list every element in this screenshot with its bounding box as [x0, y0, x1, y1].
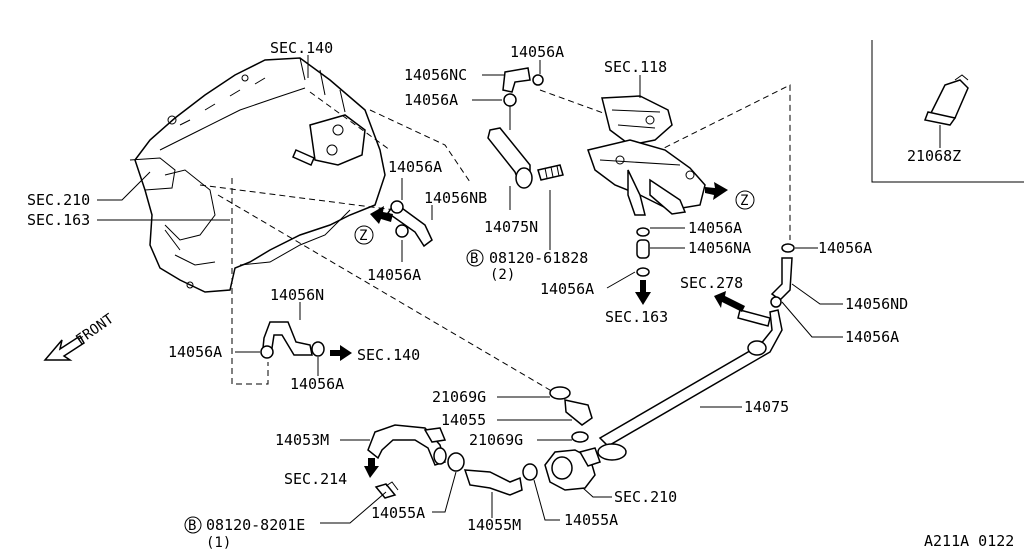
label-bolt1-code: 08120-61828	[489, 249, 588, 267]
label-14056NC: 14056NC	[404, 66, 467, 84]
hose-14055M	[463, 463, 538, 496]
label-14056A-h: 14056A	[845, 328, 899, 346]
label-sec278: SEC.278	[680, 274, 743, 292]
engine-block	[129, 57, 386, 293]
label-z-right: Z	[740, 193, 748, 209]
pipe-14075N	[487, 127, 564, 189]
label-21069G-a: 21069G	[432, 388, 486, 406]
label-21069G-b: 21069G	[469, 431, 523, 449]
part-labels: SEC.140 14056A 14056NC 14056A SEC.118 SE…	[27, 39, 1014, 551]
bolt-symbol-1: B	[470, 251, 478, 267]
label-bolt2-code: 08120-8201E	[206, 516, 305, 534]
sealant-tube-inset	[871, 40, 1024, 183]
label-14056ND: 14056ND	[845, 295, 908, 313]
label-sec140-top: SEC.140	[270, 39, 333, 57]
bolt-marker-1	[466, 249, 484, 267]
bolt-08120-8201E	[374, 481, 399, 499]
water-outlet-sec210	[544, 447, 601, 491]
label-14056A-g: 14056A	[818, 239, 872, 257]
label-14055A-b: 14055A	[564, 511, 618, 529]
hose-14056NB	[386, 200, 433, 248]
bolt-symbol-2: B	[188, 518, 196, 534]
label-14056NA: 14056NA	[688, 239, 751, 257]
hose-14056NA	[636, 227, 650, 277]
label-sec118: SEC.118	[604, 58, 667, 76]
label-14056NB: 14056NB	[424, 189, 487, 207]
label-bolt2-qty: (1)	[206, 535, 231, 551]
reference-code: A211A 0122	[924, 532, 1014, 550]
label-21068Z: 21068Z	[907, 147, 961, 165]
arrow-to-sec214	[364, 458, 379, 478]
hose-14056NC	[502, 67, 544, 130]
label-sec214: SEC.214	[284, 470, 347, 488]
label-bolt1-qty: (2)	[490, 267, 515, 283]
label-14056A-c: 14056A	[388, 158, 442, 176]
arrow-to-z-left	[370, 206, 393, 224]
label-sec140-mid: SEC.140	[357, 346, 420, 364]
label-sec210-bottom: SEC.210	[614, 488, 677, 506]
pipe-14075	[597, 309, 783, 461]
label-14075: 14075	[744, 398, 789, 416]
hose-14056N	[260, 321, 325, 359]
label-14056A-top: 14056A	[510, 43, 564, 61]
hose-14055	[549, 386, 593, 443]
arrow-to-sec140	[330, 345, 352, 361]
direction-arrows	[330, 182, 745, 478]
label-14056A-d: 14056A	[367, 266, 421, 284]
leader-lines	[97, 55, 843, 524]
label-14056A-b: 14056A	[404, 91, 458, 109]
hose-14056ND	[770, 243, 795, 308]
intake-manifold-sec118	[587, 95, 706, 216]
dashed-reference-lines	[199, 84, 791, 394]
label-14056A-f: 14056A	[540, 280, 594, 298]
label-front: FRONT	[73, 311, 117, 349]
label-sec163-left: SEC.163	[27, 211, 90, 229]
z-marker-right	[735, 190, 755, 210]
label-14053M: 14053M	[275, 431, 329, 449]
label-14055: 14055	[441, 411, 486, 429]
arrow-to-sec163	[635, 280, 651, 305]
bolt-marker-2	[184, 516, 202, 534]
label-14056A-j: 14056A	[290, 375, 344, 393]
label-14056A-i: 14056A	[168, 343, 222, 361]
label-14055A-a: 14055A	[371, 504, 425, 522]
hose-14053M	[367, 424, 465, 472]
label-14055M: 14055M	[467, 516, 521, 534]
arrow-to-z-right	[705, 182, 728, 200]
label-z-left: Z	[359, 228, 367, 244]
label-sec210-left: SEC.210	[27, 191, 90, 209]
label-14056N: 14056N	[270, 286, 324, 304]
arrow-to-sec278	[714, 291, 745, 312]
label-sec163-bottom: SEC.163	[605, 308, 668, 326]
z-marker-left	[354, 225, 374, 245]
label-14056A-e: 14056A	[688, 219, 742, 237]
label-14075N: 14075N	[484, 218, 538, 236]
front-arrow	[43, 334, 86, 361]
